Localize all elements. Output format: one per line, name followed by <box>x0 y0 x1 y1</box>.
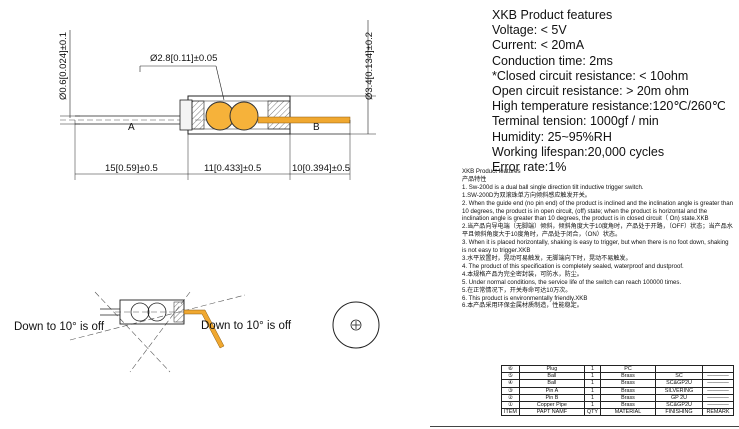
note-line: 1. Sw-200d is a dual ball single directi… <box>462 183 644 191</box>
bom-header-row: ITEM PAPT NAMF QTY MATERIAL FINISHING RE… <box>501 408 734 417</box>
bom-cell: Ball <box>518 379 585 388</box>
label-a: A <box>128 122 135 133</box>
bom-header-cell: REMARK <box>701 408 734 417</box>
dim-pin-diameter: Ø0.6[0.024]±0.1 <box>58 32 69 100</box>
bottom-rule <box>430 426 739 427</box>
bom-cell: Brass <box>599 379 656 388</box>
bom-cell: Brass <box>599 372 656 381</box>
bom-cell: Pin B <box>518 393 585 402</box>
feature-temperature: High temperature resistance:120℃/260℃ <box>492 99 726 114</box>
technical-drawing: Ø2.8[0.11]±0.05 Ø0.6[0.024]±0.1 Ø3.4[0.1… <box>14 20 380 373</box>
bom-cell: Copper Pipe <box>518 400 585 410</box>
end-view <box>332 301 380 349</box>
bom-cell: SILVERING <box>654 386 703 395</box>
bom-cell: Pin A <box>518 386 585 395</box>
bom-cell <box>654 364 703 374</box>
bom-cell: Ball <box>518 372 585 381</box>
bom-cell <box>701 364 734 374</box>
note-line: 6. This product is environmentally frien… <box>462 294 588 302</box>
note-line: 3. When it is placed horizontally, shaki… <box>462 239 729 255</box>
label-b: B <box>313 122 320 133</box>
bom-cell: SC&GP2U <box>654 400 703 410</box>
feature-lifespan: Working lifespan:20,000 cycles <box>492 144 665 159</box>
feature-tension: Terminal tension: 1000gf / min <box>492 114 659 129</box>
bom-cell: 1 <box>583 364 601 374</box>
bom-cell: 1 <box>583 379 601 388</box>
bom-cell: ———— <box>701 379 734 388</box>
note-line: 1.SW-200D为双滚珠单方向倾斜感应触发开关。 <box>462 191 591 199</box>
bom-cell: SC&GP2U <box>654 379 703 388</box>
feature-voltage: Voltage: < 5V <box>492 23 567 38</box>
bom-header-cell: ITEM <box>501 408 520 417</box>
dim-body-diameter: Ø3.4[0.134]±0.2 <box>364 32 375 100</box>
bom-cell: Plug <box>518 364 585 374</box>
tilt-right-label: Down to 10° is off <box>201 320 292 332</box>
dim-length-a: 15[0.59]±0.5 <box>105 163 158 174</box>
bom-header-cell: QTY <box>583 408 601 417</box>
feature-conduction: Conduction time: 2ms <box>492 53 613 68</box>
bom-header-cell: MATERIAL <box>599 408 656 417</box>
dim-ball-diameter: Ø2.8[0.11]±0.05 <box>150 53 217 64</box>
bom-cell: Brass <box>599 400 656 410</box>
feature-current: Current: < 20mA <box>492 38 585 53</box>
pin-b <box>257 116 351 124</box>
features-list: XKB Product features Voltage: < 5V Curre… <box>492 8 726 175</box>
note-line: 5. Under normal conditions, the service … <box>462 278 682 286</box>
feature-closed-resistance: *Closed circuit resistance: < 10ohm <box>492 68 689 83</box>
bom-cell: GP 2U <box>654 393 703 402</box>
feature-title: XKB Product features <box>492 8 613 22</box>
note-line: 4. The product of this specification is … <box>462 262 684 270</box>
bom-cell: ———— <box>701 372 734 381</box>
note-line: 产品特性 <box>462 175 487 183</box>
note-line: 6.本产品采用环保金属材质制造，性能稳定。 <box>462 302 583 310</box>
bom-cell: ———— <box>701 400 734 410</box>
feature-error-rate: Error rate:1% <box>492 159 567 174</box>
note-line: 2. When the guide end (no pin end) of th… <box>462 199 734 223</box>
dim-length-body: 11[0.433]±0.5 <box>204 163 261 174</box>
bom-cell: 1 <box>583 393 601 402</box>
bom-cell: PC <box>599 364 656 374</box>
ball-2 <box>229 101 259 131</box>
note-line: 2.当产品向导电端（无脚端）倾斜，倾斜角度大于10度角时，产品处于开路，（OFF… <box>462 223 733 239</box>
bom-cell: 1 <box>583 400 601 410</box>
tilt-diagram <box>69 291 246 373</box>
plug-right <box>267 100 291 130</box>
bom-cell: Brass <box>599 386 656 395</box>
bom-cell: ① <box>501 400 520 410</box>
bom-cell: ———— <box>701 386 734 395</box>
bom-cell: ③ <box>501 386 520 395</box>
product-notes: XKB Product features 产品特性 1. Sw-200d is … <box>462 168 734 310</box>
bom-header-cell: FINISHING <box>654 408 703 417</box>
bom-cell: Brass <box>599 393 656 402</box>
bom-cell: 1 <box>583 372 601 381</box>
bom-cell: 1 <box>583 386 601 395</box>
bom-cell: ④ <box>501 379 520 388</box>
bom-cell: ———— <box>701 393 734 402</box>
dim-length-b: 10[0.394]±0.5 <box>292 163 350 174</box>
note-line: XKB Product features <box>462 168 521 175</box>
plug-left <box>179 99 193 131</box>
feature-open-resistance: Open circuit resistance: > 20m ohm <box>492 83 689 98</box>
bom-cell: ⑥ <box>501 364 520 374</box>
note-line: 3.水平放置时，晃动可易触发，无脚端向下时，晃动不易触发。 <box>462 254 632 262</box>
bom-cell: SC <box>654 372 703 381</box>
note-line: 5.在正常情况下，开关寿命可达10万次。 <box>462 286 572 294</box>
bom-cell: ② <box>501 393 520 402</box>
feature-humidity: Humidity: 25~95%RH <box>492 129 612 144</box>
bom-header-cell: PAPT NAMF <box>518 408 585 417</box>
tilt-left-label: Down to 10° is off <box>14 321 105 333</box>
note-line: 4.本规格产品为完全密封装，可防水，防尘。 <box>462 270 583 278</box>
bom-cell: ⑤ <box>501 372 520 381</box>
